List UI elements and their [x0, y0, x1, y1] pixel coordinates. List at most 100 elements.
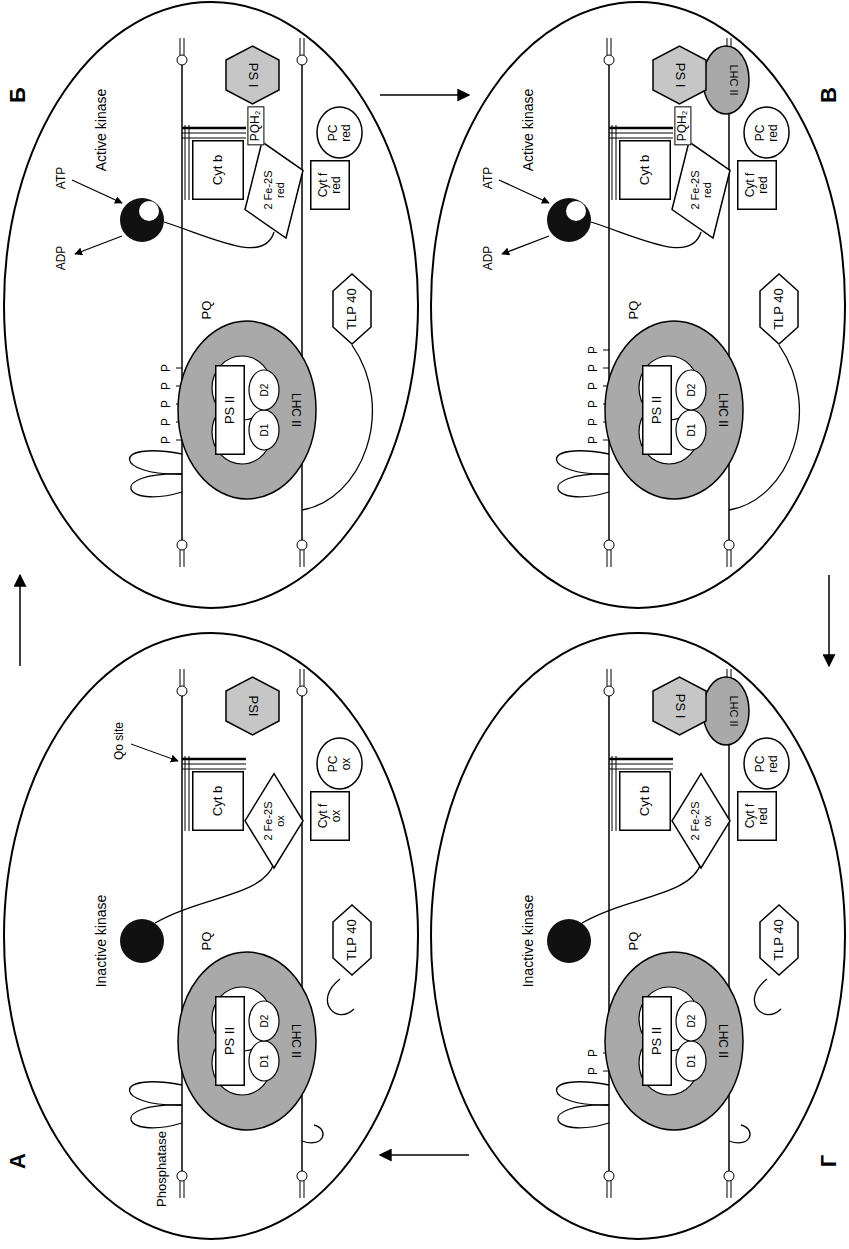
lipid-tail: [611, 669, 612, 686]
node-label: 2 Fe-2S red: [689, 167, 713, 213]
plastocyanin-circle: PC red: [743, 107, 790, 160]
membrane-hook: [729, 1125, 750, 1143]
node-label: Cyt f ox: [317, 796, 343, 836]
membrane-hook: [302, 1125, 323, 1143]
phosphate-mark: P: [587, 382, 600, 390]
protein-box: Cyt b: [619, 140, 671, 200]
d-protein-lobe: [249, 1041, 279, 1081]
node-label: PS II: [650, 396, 664, 424]
d-protein-lobe: [676, 370, 706, 410]
ellipse-complex-outline: [702, 45, 750, 115]
membrane-line: [301, 696, 303, 1171]
outline: [193, 772, 244, 831]
kinase-symbol: [547, 198, 591, 242]
text-label: Qo site: [113, 722, 126, 760]
lipid-tail: [184, 669, 185, 686]
phosphate-stem: [603, 350, 609, 351]
d-protein-lobe: [249, 410, 279, 450]
text-label: PQ: [200, 932, 214, 951]
node-label: PC red: [754, 750, 780, 778]
phosphate-mark: P: [160, 382, 173, 390]
text-label: ADP: [482, 246, 495, 271]
panel-outline: [4, 633, 418, 1239]
lipid-tail: [611, 38, 612, 55]
protein-loop: [556, 451, 609, 474]
lipid-head: [604, 686, 614, 696]
cycle-arrow: [380, 94, 469, 96]
tlp-curl: [754, 979, 781, 1015]
qo-strip: [182, 769, 246, 770]
hexagon-complex: PSI: [225, 676, 280, 736]
lipid-head: [297, 1171, 307, 1181]
qo-strip: [609, 133, 673, 134]
outline: [193, 141, 244, 200]
phosphate-stem: [603, 368, 609, 369]
d-protein-lobe: [676, 410, 706, 450]
text-label: D1: [259, 1055, 270, 1068]
panel-outline: [4, 2, 418, 608]
node-label: PC red: [327, 119, 353, 147]
panel-ellipse: АLHC IIPS IICyt b2 Fe-2S oxCyt f oxPC ox…: [2, 631, 420, 1241]
lipid-tail: [607, 1181, 608, 1198]
protein-loop: [558, 1105, 609, 1128]
panel-outline: [431, 2, 845, 608]
text-label: Phosphatase: [155, 1131, 169, 1207]
panel-ellipse: ВLHC IIPS IICyt b2 Fe-2S redCyt f redPC …: [429, 0, 847, 610]
hexagon-complex: PS I: [225, 45, 280, 105]
outline: [672, 142, 730, 238]
protein-loop: [131, 1105, 182, 1128]
ellipse-complex: LHC II PS II: [604, 320, 744, 500]
lipid-tail: [611, 550, 612, 567]
node-label: LHC II: [728, 695, 740, 726]
lipid-tail: [611, 1181, 612, 1198]
outline: [333, 905, 371, 975]
d-protein-lobe: [676, 1041, 706, 1081]
membrane-line: [608, 696, 610, 1171]
text-label: Inactive kinase: [94, 895, 109, 988]
text-label: D1: [686, 1055, 697, 1068]
node-label: LHC II: [716, 393, 729, 427]
node-label: LHC II: [716, 1024, 729, 1058]
iron-sulfur-rhombus: 2 Fe-2S red: [244, 141, 304, 239]
panel-letter: Г: [817, 1155, 841, 1167]
outline: [245, 142, 303, 238]
lipid-tail: [300, 550, 301, 567]
outline: [738, 792, 777, 841]
ellipse-complex: LHC II: [702, 45, 750, 115]
text-label: D1: [686, 424, 697, 437]
outline: [216, 997, 245, 1086]
outline: [744, 739, 789, 790]
lipid-tail: [607, 669, 608, 686]
outline: [605, 952, 743, 1130]
protein-loop: [556, 1082, 609, 1105]
panel-outline: [431, 633, 845, 1239]
phosphate-stem: [176, 368, 182, 369]
hexagon-complex: PS I: [652, 45, 707, 105]
outline: [178, 321, 316, 499]
lipid-head: [724, 540, 734, 550]
plastocyanin-circle: PC red: [743, 738, 790, 791]
protein-box: Cyt f red: [737, 791, 777, 841]
protein-loop: [131, 474, 182, 497]
qo-strip: [609, 769, 673, 770]
cycle-arrow: [380, 1154, 469, 1156]
lipid-tail: [180, 669, 181, 686]
outline: [643, 366, 672, 455]
lipid-tail: [184, 38, 185, 55]
text-label: ADP: [55, 246, 68, 271]
qo-strip: [182, 764, 246, 765]
qo-strip: [182, 138, 246, 139]
node-label: PC red: [754, 119, 780, 147]
plastocyanin-circle: PC ox: [316, 738, 363, 791]
outline: [760, 905, 798, 975]
qo-strip: [609, 764, 673, 765]
text-label: Active kinase: [521, 89, 536, 171]
atp-arrow: [72, 180, 122, 203]
lipid-head: [297, 686, 307, 696]
membrane-line: [181, 65, 183, 540]
panel-ellipse: ГLHC IIPS IICyt b2 Fe-2S oxCyt f redPC r…: [429, 631, 847, 1241]
protein-loop: [129, 1082, 182, 1105]
cytb-cap: [616, 756, 617, 831]
atp-arrow: [499, 180, 549, 203]
text-label: ATP: [482, 167, 495, 189]
